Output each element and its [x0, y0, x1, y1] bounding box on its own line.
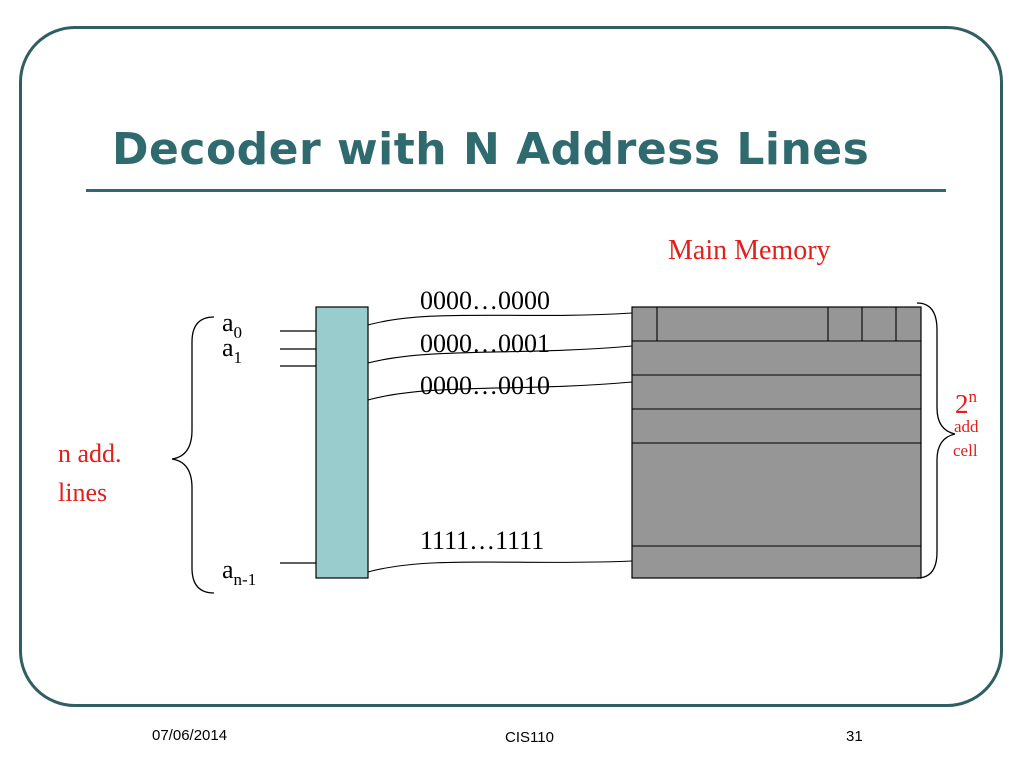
output-label-1: 0000…0001	[420, 329, 550, 358]
output-label-2: 0000…0010	[420, 371, 550, 400]
cell-count-label: 2n	[955, 387, 978, 419]
decoder-box	[315, 306, 369, 579]
output-label-0: 0000…0000	[420, 286, 550, 315]
address-lines-brace	[171, 316, 215, 594]
main-memory-block	[631, 306, 922, 579]
address-line-a1-label: a1	[222, 333, 242, 367]
decoder-output-wires	[367, 312, 633, 573]
footer-date: 07/06/2014	[152, 727, 228, 744]
footer-course: CIS110	[505, 729, 554, 746]
address-cells-brace	[916, 302, 956, 579]
address-count-label-line1: n add.	[58, 439, 122, 468]
address-line-a0-label: a0	[222, 308, 242, 342]
address-input-wires	[280, 330, 316, 564]
output-label-last: 1111…1111	[420, 526, 544, 555]
cell-count-label-line2: add	[954, 417, 979, 436]
main-memory-label: Main Memory	[668, 235, 831, 266]
cell-count-label-line3: cell	[953, 441, 978, 460]
address-line-an-label: an-1	[222, 555, 256, 589]
slide-title: Decoder with N Address Lines	[112, 124, 870, 175]
address-count-label-line2: lines	[58, 478, 107, 507]
title-underline	[86, 189, 946, 192]
footer-page-number: 31	[846, 728, 863, 745]
